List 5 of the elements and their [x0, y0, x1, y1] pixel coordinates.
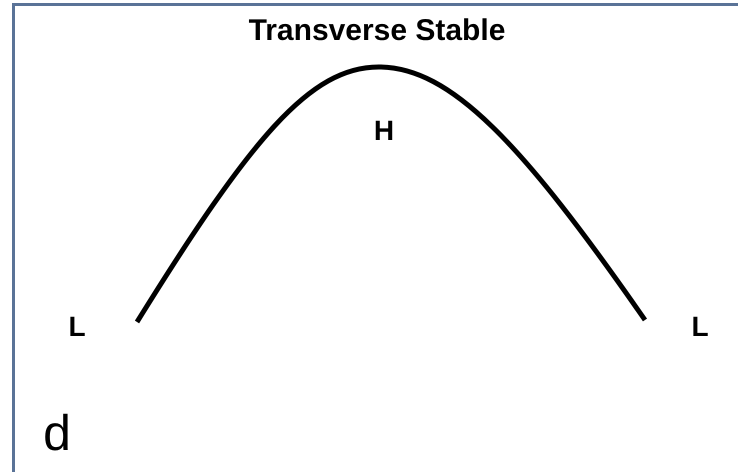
end-label: L — [68, 313, 86, 341]
peak-label: H — [374, 117, 394, 145]
panel-letter: d — [43, 408, 71, 458]
title: Transverse Stable — [248, 16, 506, 46]
end-label: L — [691, 313, 709, 341]
